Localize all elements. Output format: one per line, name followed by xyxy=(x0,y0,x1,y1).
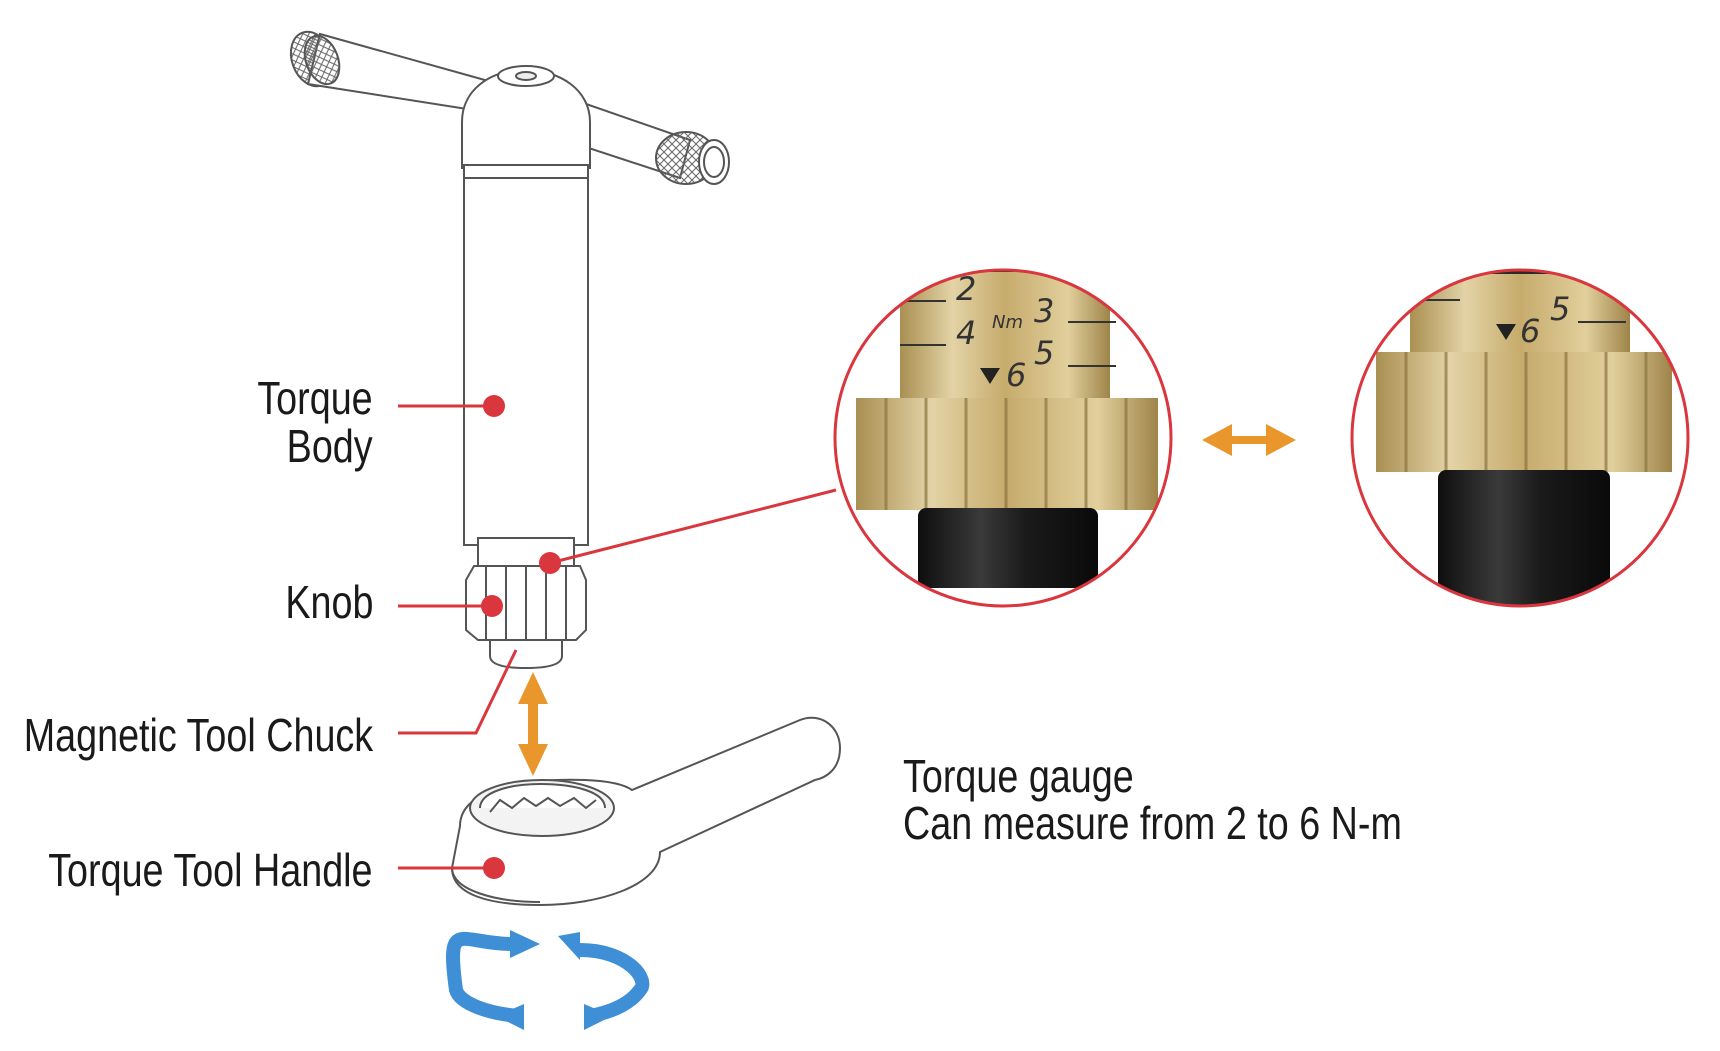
rotate-arrows-icon xyxy=(446,931,650,1023)
double-headed-arrow-icon xyxy=(518,672,548,776)
label-magnetic-tool-chuck: Magnetic Tool Chuck xyxy=(23,709,373,761)
label-torque-body-line1: Torque xyxy=(257,372,373,424)
gauge-scale-right: 6 5 xyxy=(1520,290,1570,350)
torque-tool-handle xyxy=(450,716,842,907)
scale-mark-3: 3 xyxy=(1034,292,1054,330)
label-torque-tool-handle: Torque Tool Handle xyxy=(48,844,373,896)
scale-mark-5-right: 5 xyxy=(1550,290,1570,328)
right-grip-knurl xyxy=(655,131,730,185)
left-grip-knurl xyxy=(289,30,494,114)
scale-mark-6: 6 xyxy=(1006,356,1026,394)
gauge-zoom-right xyxy=(1350,268,1690,608)
magnetic-tool-chuck xyxy=(489,639,563,670)
torque-body xyxy=(463,164,589,546)
label-torque-body: Torque Body xyxy=(258,374,373,470)
torque-tool-illustration xyxy=(289,30,730,670)
gauge-description: Torque gauge Can measure from 2 to 6 N-m xyxy=(903,753,1402,847)
rotate-arrowheads xyxy=(496,930,612,1030)
label-knob: Knob xyxy=(284,576,373,628)
gauge-scale-left: 2 Nm 3 4 5 6 xyxy=(956,270,1054,394)
scale-mark-5: 5 xyxy=(1034,334,1054,372)
scale-mark-6-right: 6 xyxy=(1520,312,1540,350)
scale-unit: Nm xyxy=(992,312,1023,333)
gauge-zoom-left xyxy=(833,268,1173,608)
gauge-range: Can measure from 2 to 6 N-m xyxy=(903,797,1402,849)
scale-mark-2: 2 xyxy=(956,270,976,308)
zoom-compare-arrow-icon xyxy=(1202,424,1296,456)
callout-dots xyxy=(481,395,561,879)
scale-mark-4: 4 xyxy=(956,314,976,352)
label-torque-body-line2: Body xyxy=(287,420,373,472)
callout-lines xyxy=(398,404,837,870)
gauge-title: Torque gauge xyxy=(903,750,1134,802)
